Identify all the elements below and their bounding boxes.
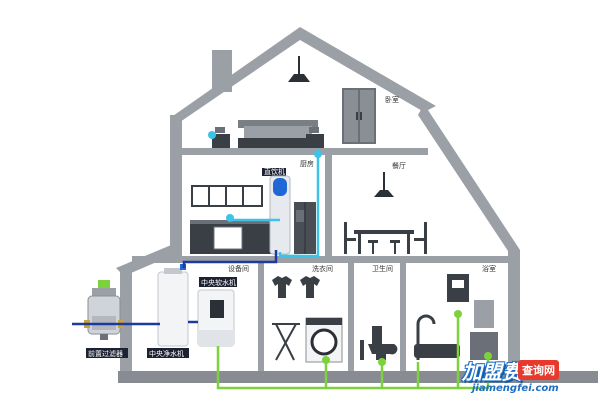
house-outline bbox=[116, 27, 520, 371]
label-bedroom: 卧室 bbox=[385, 95, 399, 104]
pipe-node-green-1 bbox=[454, 310, 462, 318]
bedside-table-left bbox=[212, 134, 230, 148]
pipe-blue bbox=[72, 250, 278, 326]
drinking-machine bbox=[262, 168, 291, 255]
label-purifier: 中央净水机 bbox=[149, 349, 184, 358]
label-box-prefilter bbox=[86, 348, 128, 358]
label-drinking-machine: 直饮机 bbox=[264, 167, 285, 176]
label-kitchen: 厨房 bbox=[300, 159, 314, 168]
bed-icon bbox=[238, 120, 318, 148]
bathtub-icon bbox=[414, 344, 460, 358]
prefilter-icon bbox=[84, 280, 124, 340]
shower-icon bbox=[416, 314, 436, 360]
pipe-node-green-3 bbox=[322, 356, 330, 364]
kitchen-upper-cabinets bbox=[191, 185, 263, 207]
label-box-purifier bbox=[147, 348, 189, 358]
softener-icon bbox=[197, 289, 235, 347]
bedside-lamp-right bbox=[309, 127, 319, 133]
pipe-node-cyan-3 bbox=[208, 131, 216, 139]
pipe-node-green-4 bbox=[484, 352, 492, 360]
pipe-green bbox=[216, 314, 490, 390]
dining-table-icon bbox=[344, 222, 427, 254]
label-bath: 浴室 bbox=[482, 264, 496, 273]
drying-rack-icon bbox=[272, 323, 300, 361]
label-bathroom: 卫生间 bbox=[372, 264, 393, 273]
tshirt-icon-2 bbox=[300, 276, 320, 298]
bedside-lamp-left bbox=[215, 127, 225, 133]
fridge-icon bbox=[294, 202, 316, 254]
label-softener: 中央软水机 bbox=[201, 278, 236, 287]
label-prefilter: 前置过滤器 bbox=[88, 349, 123, 358]
washing-machine-icon bbox=[305, 317, 343, 363]
wardrobe-icon bbox=[342, 88, 376, 144]
water-heater-icon bbox=[447, 274, 469, 302]
ground-slab bbox=[118, 371, 598, 383]
pipe-node-cyan-1 bbox=[314, 150, 322, 158]
dining-lamp bbox=[374, 172, 394, 197]
label-dining: 餐厅 bbox=[392, 161, 406, 170]
label-box-softener bbox=[199, 277, 237, 287]
watermark-url: jiamengfei.com bbox=[472, 383, 559, 394]
kitchen-counter bbox=[190, 220, 272, 254]
watermark-brand: 加盟费 bbox=[462, 360, 522, 384]
tshirt-icon-1 bbox=[272, 276, 292, 298]
label-equipment-room: 设备间 bbox=[228, 264, 249, 273]
watermark-tag: 查询网 bbox=[518, 360, 559, 380]
pipe-node-cyan-2 bbox=[226, 214, 234, 222]
purifier-icon bbox=[157, 264, 189, 347]
cabinet-icon bbox=[470, 300, 498, 360]
pipe-node-green-2 bbox=[378, 358, 386, 366]
ceiling-lamp-top bbox=[288, 56, 310, 82]
bedside-table-right bbox=[306, 134, 324, 148]
sink-icon bbox=[360, 340, 364, 360]
watermark-logo: 加盟费 查询网 jiamengfei.com bbox=[462, 356, 586, 410]
label-laundry: 洗衣间 bbox=[312, 264, 333, 273]
toilet-icon bbox=[368, 326, 398, 360]
